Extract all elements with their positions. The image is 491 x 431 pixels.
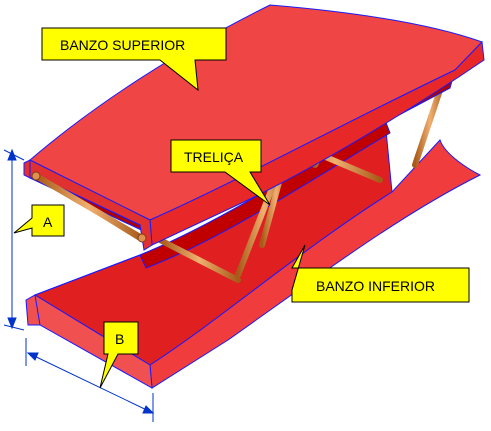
callout-trelica: TRELIÇA [170,139,271,206]
dimension-b [25,338,155,422]
callout-b: B [99,321,139,389]
callout-banzo-inferior: BANZO INFERIOR [291,244,470,303]
dimension-a [3,148,25,331]
truss-rod-end [33,173,145,241]
label-b: B [115,331,124,347]
label-banzo-superior: BANZO SUPERIOR [60,37,185,53]
callout-banzo-superior: BANZO SUPERIOR [41,27,227,92]
label-banzo-inferior: BANZO INFERIOR [316,278,435,294]
truss-rod-end-cap [137,233,147,243]
truss-rod [157,237,241,283]
callout-a: A [13,204,65,237]
truss-rod-end-cap [31,171,41,181]
label-a: A [43,214,53,230]
label-trelica: TRELIÇA [184,149,244,165]
